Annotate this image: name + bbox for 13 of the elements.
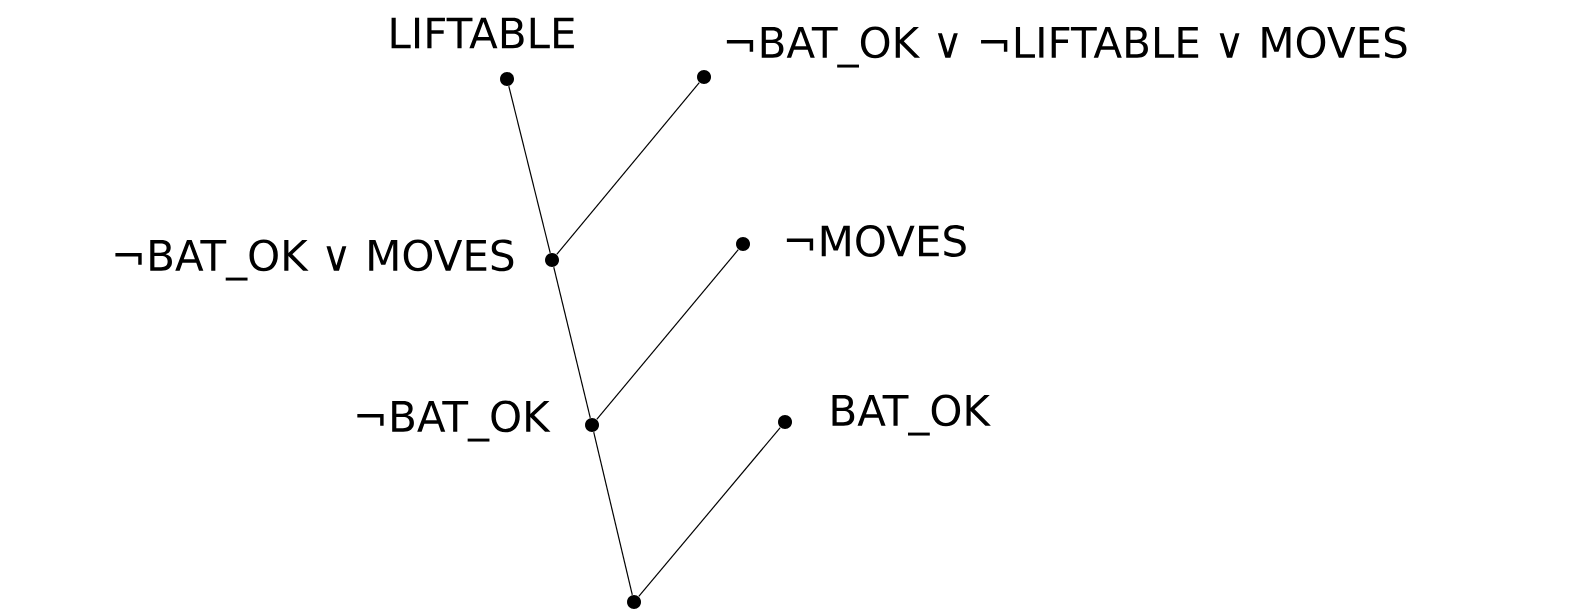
clause-label: LIFTABLE bbox=[391, 17, 574, 49]
edge-line bbox=[556, 82, 700, 255]
edge-line bbox=[638, 427, 781, 597]
clause-label: BAT_OK bbox=[832, 394, 991, 436]
clause-label: ¬BAT_OK bbox=[357, 400, 551, 442]
edge-line bbox=[508, 85, 551, 254]
edge-line bbox=[553, 266, 591, 419]
clause-label: ¬MOVES bbox=[786, 225, 966, 257]
clause-label: ¬BAT_OK ∨ ¬LIFTABLE ∨ MOVES bbox=[726, 26, 1407, 68]
clause-label: ¬BAT_OK ∨ MOVES bbox=[115, 239, 514, 281]
edge-line bbox=[593, 431, 633, 596]
edge-line bbox=[596, 249, 739, 420]
proof-dot bbox=[627, 595, 641, 609]
